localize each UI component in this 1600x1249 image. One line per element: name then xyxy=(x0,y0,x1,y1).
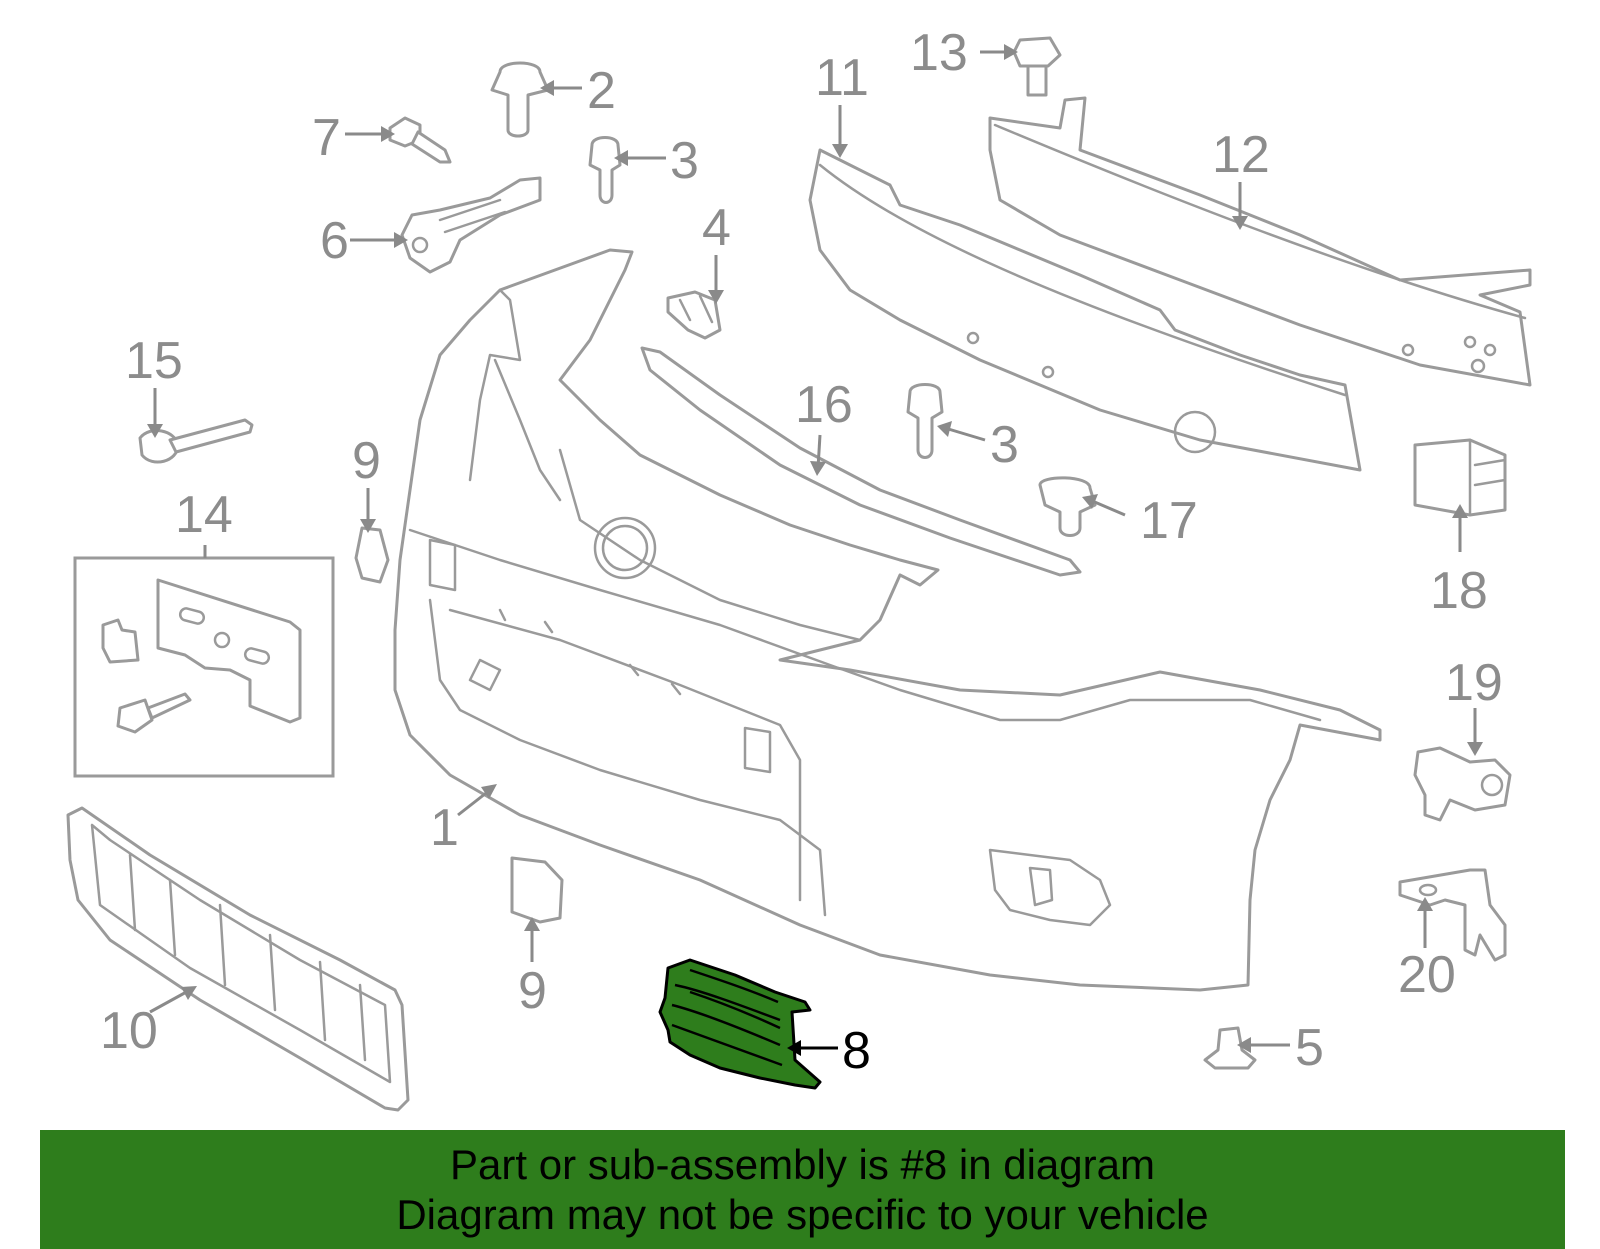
callout-6: 6 xyxy=(320,212,349,270)
part-2-clip[interactable] xyxy=(490,61,550,138)
part-9-cap-upper[interactable] xyxy=(354,526,390,584)
part-20-bracket[interactable] xyxy=(1398,868,1507,962)
part-6-bracket[interactable] xyxy=(400,176,542,274)
banner-background xyxy=(40,1130,1565,1249)
part-15-bolt[interactable] xyxy=(138,418,254,464)
info-banner: Part or sub-assembly is #8 in diagram Di… xyxy=(40,1130,1565,1249)
part-19-sensor[interactable] xyxy=(1413,746,1512,822)
callout-20: 20 xyxy=(1398,946,1456,1004)
callout-19: 19 xyxy=(1445,654,1503,712)
part-8-grille-insert-highlighted[interactable] xyxy=(658,958,822,1090)
callout-3-lower: 3 xyxy=(990,416,1019,474)
callout-13: 13 xyxy=(910,24,968,82)
part-13-bolt[interactable] xyxy=(1012,36,1062,97)
callout-5: 5 xyxy=(1295,1019,1324,1077)
part-16-seal-strip[interactable] xyxy=(640,346,1082,577)
part-14-kit-box[interactable] xyxy=(73,556,335,778)
callout-1: 1 xyxy=(430,799,459,857)
callout-9-lower: 9 xyxy=(518,962,547,1020)
part-9-cap-lower[interactable] xyxy=(510,856,564,924)
callout-10: 10 xyxy=(100,1002,158,1060)
part-10-grille[interactable] xyxy=(66,806,410,1112)
callout-16: 16 xyxy=(795,376,853,434)
callout-15: 15 xyxy=(125,332,183,390)
part-11-energy-absorber[interactable] xyxy=(808,148,1362,472)
callout-4: 4 xyxy=(702,199,731,257)
banner-line-1: Part or sub-assembly is #8 in diagram xyxy=(450,1140,1155,1188)
callout-2: 2 xyxy=(587,62,616,120)
part-4-bolt[interactable] xyxy=(666,290,722,340)
callout-7: 7 xyxy=(312,109,341,167)
part-17-push-rivet[interactable] xyxy=(1038,476,1097,537)
banner-line-2: Diagram may not be specific to your vehi… xyxy=(396,1190,1209,1238)
callout-labels: 1 2 3 3 4 5 6 7 8 9 9 10 11 12 13 14 15 … xyxy=(100,24,1503,1080)
callout-12: 12 xyxy=(1212,126,1270,184)
leader-lines xyxy=(149,50,1477,1050)
part-18-sensor[interactable] xyxy=(1413,438,1507,517)
callout-3-upper: 3 xyxy=(670,132,699,190)
part-7-screw[interactable] xyxy=(388,116,452,164)
callout-18: 18 xyxy=(1430,562,1488,620)
part-5-clip[interactable] xyxy=(1203,1026,1257,1070)
part-1-bumper-cover[interactable] xyxy=(393,248,1382,992)
part-3-clip-lower[interactable] xyxy=(906,383,944,459)
part-12-bumper-reinforcement[interactable] xyxy=(988,96,1532,387)
callout-11: 11 xyxy=(815,49,869,107)
callout-8: 8 xyxy=(842,1022,871,1080)
part-3-clip-upper[interactable] xyxy=(588,136,622,204)
callout-9-upper: 9 xyxy=(352,432,381,490)
arrowheads xyxy=(147,44,1483,1056)
callout-17: 17 xyxy=(1140,492,1198,550)
callout-14: 14 xyxy=(175,486,233,544)
